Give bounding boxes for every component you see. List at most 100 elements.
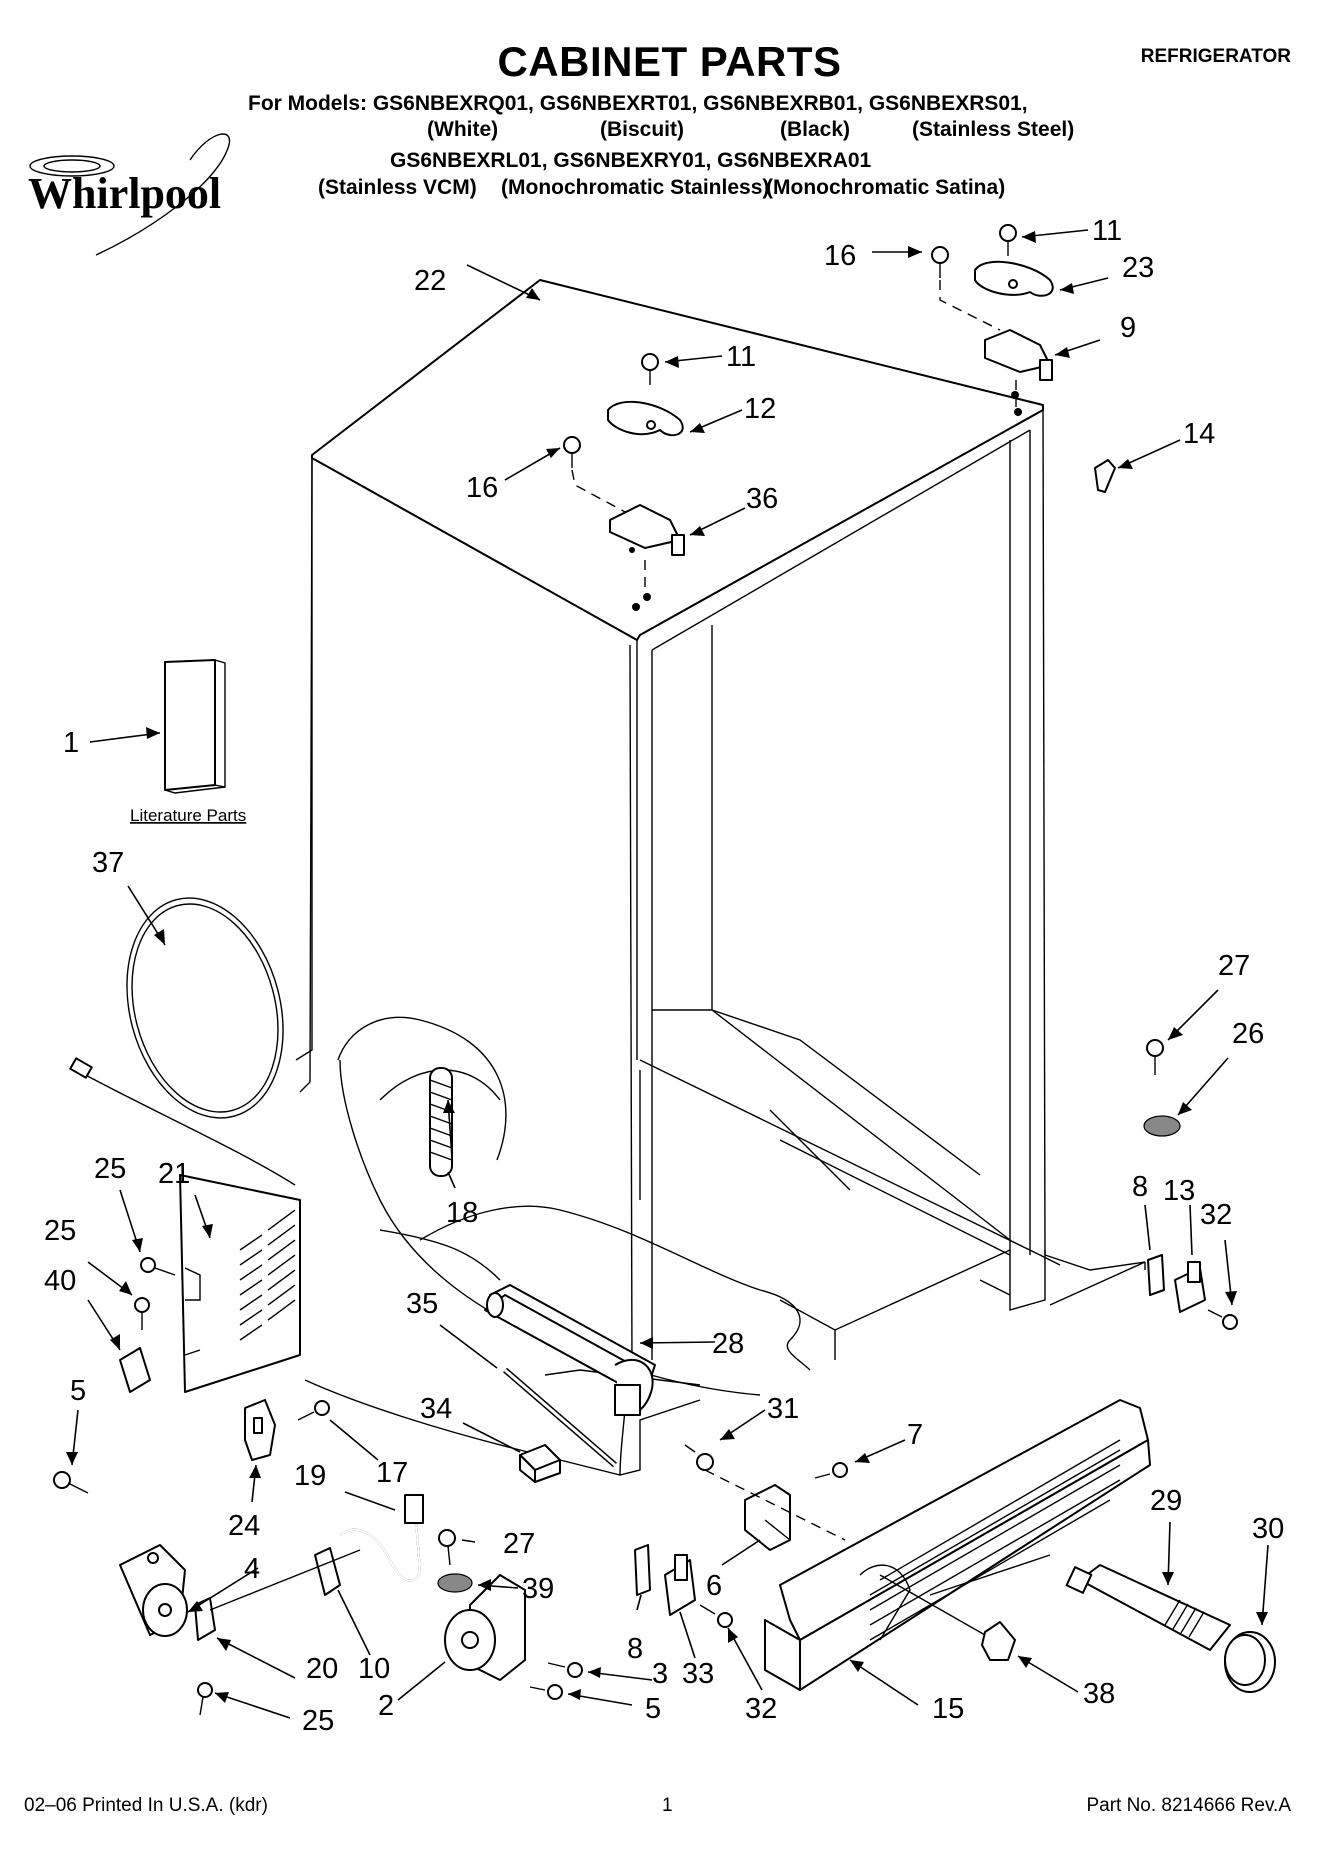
- callout-24: 24: [228, 1510, 260, 1542]
- logo-wordmark: Whirlpool: [28, 169, 221, 218]
- screw-3: [547, 1662, 583, 1678]
- callout-32-right: 32: [1200, 1199, 1232, 1231]
- screw-32-upper: [1207, 1309, 1238, 1330]
- screw-27-upper: [1146, 1039, 1164, 1075]
- callout-37: 37: [92, 847, 124, 879]
- callout-20: 20: [306, 1653, 338, 1685]
- callout-9: 9: [1120, 312, 1136, 344]
- color-stainless-vcm: (Stainless VCM): [318, 176, 477, 199]
- callout-17: 17: [376, 1457, 408, 1489]
- models-line-2: GS6NBEXRL01, GS6NBEXRY01, GS6NBEXRA01: [390, 149, 872, 172]
- screw-25-lower: [197, 1682, 213, 1716]
- appliance-type: REFRIGERATOR: [1140, 46, 1291, 67]
- callout-23: 23: [1122, 252, 1154, 284]
- screw-5-upper: [53, 1471, 89, 1494]
- foam-block: [519, 1444, 561, 1483]
- top-hinge-left: [563, 353, 685, 611]
- callout-26: 26: [1232, 1018, 1264, 1050]
- callout-16-top: 16: [824, 240, 856, 272]
- filter-bypass-plug: [981, 1621, 1016, 1661]
- callout-30: 30: [1252, 1513, 1284, 1545]
- clip-40: [119, 1347, 151, 1393]
- callout-36: 36: [746, 483, 778, 515]
- water-supply-tube: [69, 897, 296, 1186]
- screw-17: [297, 1400, 330, 1421]
- callout-2: 2: [378, 1690, 394, 1722]
- callout-27-lower: 27: [503, 1528, 535, 1560]
- water-valve-tube: [339, 1494, 424, 1582]
- callout-numbers: 22 16 11 23 9 11 12 16 36 14 1 Literatur…: [44, 215, 1284, 1737]
- callout-28: 28: [712, 1328, 744, 1360]
- rear-access-panel: [179, 1174, 301, 1393]
- bracket-8-lower: [634, 1544, 651, 1596]
- callout-25-middle: 25: [44, 1215, 76, 1247]
- literature-parts-label: Literature Parts: [130, 806, 246, 825]
- water-filter: [1065, 1564, 1231, 1651]
- callout-6: 6: [706, 1570, 722, 1602]
- literature-parts-booklet: [164, 659, 226, 794]
- callout-33: 33: [682, 1658, 714, 1690]
- hinge-pin-13: [1174, 1261, 1206, 1313]
- callout-11-top: 11: [1092, 215, 1122, 247]
- color-black: (Black): [780, 118, 851, 141]
- color-white: (White): [427, 118, 499, 141]
- callout-15: 15: [932, 1693, 964, 1725]
- screw-7: [814, 1462, 848, 1479]
- color-monochromatic-stainless: (Monochromatic Stainless): [501, 176, 770, 199]
- tab-14: [1094, 459, 1116, 493]
- screw-32-lower: [699, 1604, 733, 1628]
- print-info: 02–06 Printed In U.S.A. (kdr): [24, 1795, 268, 1816]
- callout-5-top: 5: [70, 1375, 86, 1407]
- screw-25-middle: [134, 1297, 150, 1330]
- drain-tube-spring: [429, 1067, 453, 1177]
- callout-38: 38: [1083, 1678, 1115, 1710]
- callout-27-right: 27: [1218, 950, 1250, 982]
- page-title: CABINET PARTS: [497, 38, 842, 85]
- models-line-1: For Models: GS6NBEXRQ01, GS6NBEXRT01, GS…: [248, 92, 1028, 115]
- callout-40: 40: [44, 1265, 76, 1297]
- page-number: 1: [662, 1795, 673, 1816]
- callout-8-lower: 8: [627, 1633, 643, 1665]
- callout-19: 19: [294, 1460, 326, 1492]
- callout-25-top: 25: [94, 1153, 126, 1185]
- color-stainless-steel: (Stainless Steel): [912, 118, 1075, 141]
- callout-leaders: [66, 229, 1269, 1719]
- callout-13: 13: [1163, 1175, 1195, 1207]
- hinge-pin-33: [664, 1554, 696, 1616]
- callout-31: 31: [767, 1393, 799, 1425]
- bracket-8-upper: [1147, 1254, 1165, 1296]
- cabinet-shell: [295, 279, 1146, 1371]
- rear-roller-assembly: [444, 1574, 526, 1681]
- callout-18: 18: [446, 1197, 478, 1229]
- color-biscuit: (Biscuit): [600, 118, 684, 141]
- callout-22: 22: [414, 265, 446, 297]
- callout-14: 14: [1183, 418, 1215, 450]
- leveling-pad-26: [1143, 1115, 1181, 1137]
- filter-cap: [1224, 1631, 1276, 1693]
- screw-25-upper: [140, 1257, 176, 1276]
- screw-31: [684, 1444, 714, 1471]
- callout-11: 11: [726, 341, 756, 373]
- callout-10: 10: [358, 1653, 390, 1685]
- drain-rod-highlight: [504, 1368, 616, 1467]
- top-hinge-right: [931, 224, 1054, 416]
- screw-5-lower: [529, 1684, 563, 1700]
- callout-35: 35: [406, 1288, 438, 1320]
- drain-trough-heater: [484, 1284, 656, 1416]
- part-number: Part No. 8214666 Rev.A: [1086, 1795, 1291, 1816]
- callout-25-bottom: 25: [302, 1705, 334, 1737]
- cabinet-cutaway-bottom: [304, 1001, 811, 1476]
- callout-1: 1: [63, 727, 79, 759]
- whirlpool-logo: Whirlpool: [28, 133, 231, 256]
- callout-7: 7: [907, 1419, 923, 1451]
- callout-3: 3: [652, 1658, 668, 1690]
- callout-4: 4: [244, 1553, 260, 1585]
- callout-16: 16: [466, 472, 498, 504]
- toe-grille: [764, 1399, 1151, 1691]
- callout-34: 34: [420, 1393, 452, 1425]
- callout-8-right: 8: [1132, 1171, 1148, 1203]
- callout-5-lower: 5: [645, 1693, 661, 1725]
- clip-10: [314, 1547, 341, 1596]
- callout-29: 29: [1150, 1485, 1182, 1517]
